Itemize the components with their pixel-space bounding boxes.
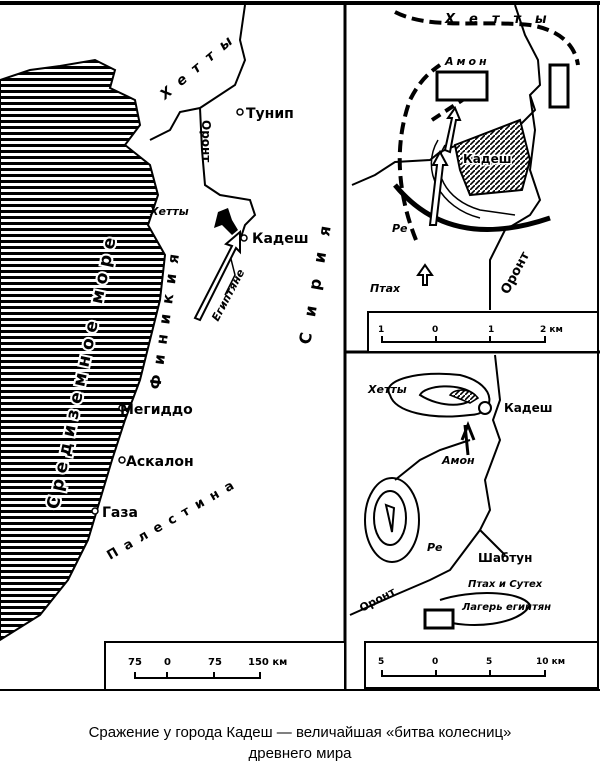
scale-tick: 0 (164, 657, 171, 668)
region-hittites: Хетты (157, 27, 244, 104)
egyptian-camp (423, 608, 455, 630)
hittite-chariots (548, 63, 570, 109)
cities: Тунип Кадеш Мегиддо Аскалон Газа (91, 106, 309, 521)
caption-line-2: древнего мира (248, 745, 352, 762)
river-orontes-label: Оронт (199, 120, 213, 162)
division-re-label: Ре (392, 222, 408, 235)
approach-scale: 5 0 5 10 км (364, 641, 599, 689)
region-syria: Сирия (295, 209, 337, 346)
hittite-army-mark (214, 208, 238, 235)
division-amon-label: Амон (444, 55, 490, 68)
egyptians-army-label: Египтяне (209, 266, 248, 323)
detail-scale: 1 0 1 2 км (367, 311, 599, 353)
city-megiddo: Мегиддо (120, 402, 193, 418)
scale-tick: 75 (128, 657, 142, 668)
hittite-movement-arrow (394, 10, 580, 66)
overview-scale: 75 0 75 150 км (104, 641, 346, 691)
scale-tick: 5 (486, 657, 492, 667)
city-tunip: Тунип (246, 106, 294, 122)
division-re-label: Ре (427, 541, 443, 554)
scale-tick: 75 (208, 657, 222, 668)
orontes-river (349, 354, 506, 616)
chariot-attack-arrow (393, 183, 551, 232)
hittites-army-label: Хетты (149, 205, 189, 218)
division-ptah-sutekh-label: Птах и Сутех (468, 579, 543, 590)
battle-detail-map: Амон Ре Птах Хетты Кадеш Оронт 1 0 1 2 к… (351, 4, 599, 353)
scale-tick: 10 км (536, 657, 565, 667)
hittites-label: Хетты (444, 12, 561, 27)
river-orontes-label: Оронт (498, 249, 533, 297)
city-kadesh: Кадеш (252, 231, 309, 247)
city-gaza: Газа (102, 505, 138, 521)
mediterranean-sea (0, 58, 167, 642)
division-amon-label: Амон (441, 454, 475, 467)
approach-map: Хетты Кадеш Амон Ре Шабтун Птах и Сутех … (349, 354, 599, 689)
scale-tick: 1 (378, 325, 384, 335)
egyptian-camp-label: Лагерь египтян (461, 602, 551, 613)
scale-tick: 0 (432, 325, 438, 335)
river-orontes-label: Оронт (357, 585, 398, 615)
scale-tick: 0 (432, 657, 438, 667)
amon-camp (435, 70, 489, 102)
scale-tick: 1 (488, 325, 494, 335)
division-ptah-label: Птах (370, 282, 401, 295)
map-caption: Сражение у города Кадеш — величайшая «би… (0, 722, 600, 764)
scale-tick: 5 (378, 657, 384, 667)
orontes-river (149, 4, 257, 241)
egyptian-advance-arrow (193, 229, 241, 322)
scale-tick: 2 км (540, 325, 563, 335)
kadesh-mark (478, 401, 492, 415)
town-shabtun-label: Шабтун (478, 551, 532, 565)
city-kadesh-label: Кадеш (504, 401, 552, 415)
caption-line-1: Сражение у города Кадеш — величайшая «би… (88, 724, 512, 741)
overview-map: Тунип Кадеш Мегиддо Аскалон Газа Средизе… (0, 4, 346, 691)
kadesh-fortress (453, 118, 532, 197)
city-kadesh-label: Кадеш (463, 152, 511, 166)
city-ascalon: Аскалон (126, 454, 194, 470)
scale-tick: 150 км (248, 657, 287, 668)
hittites-label: Хетты (367, 383, 407, 396)
